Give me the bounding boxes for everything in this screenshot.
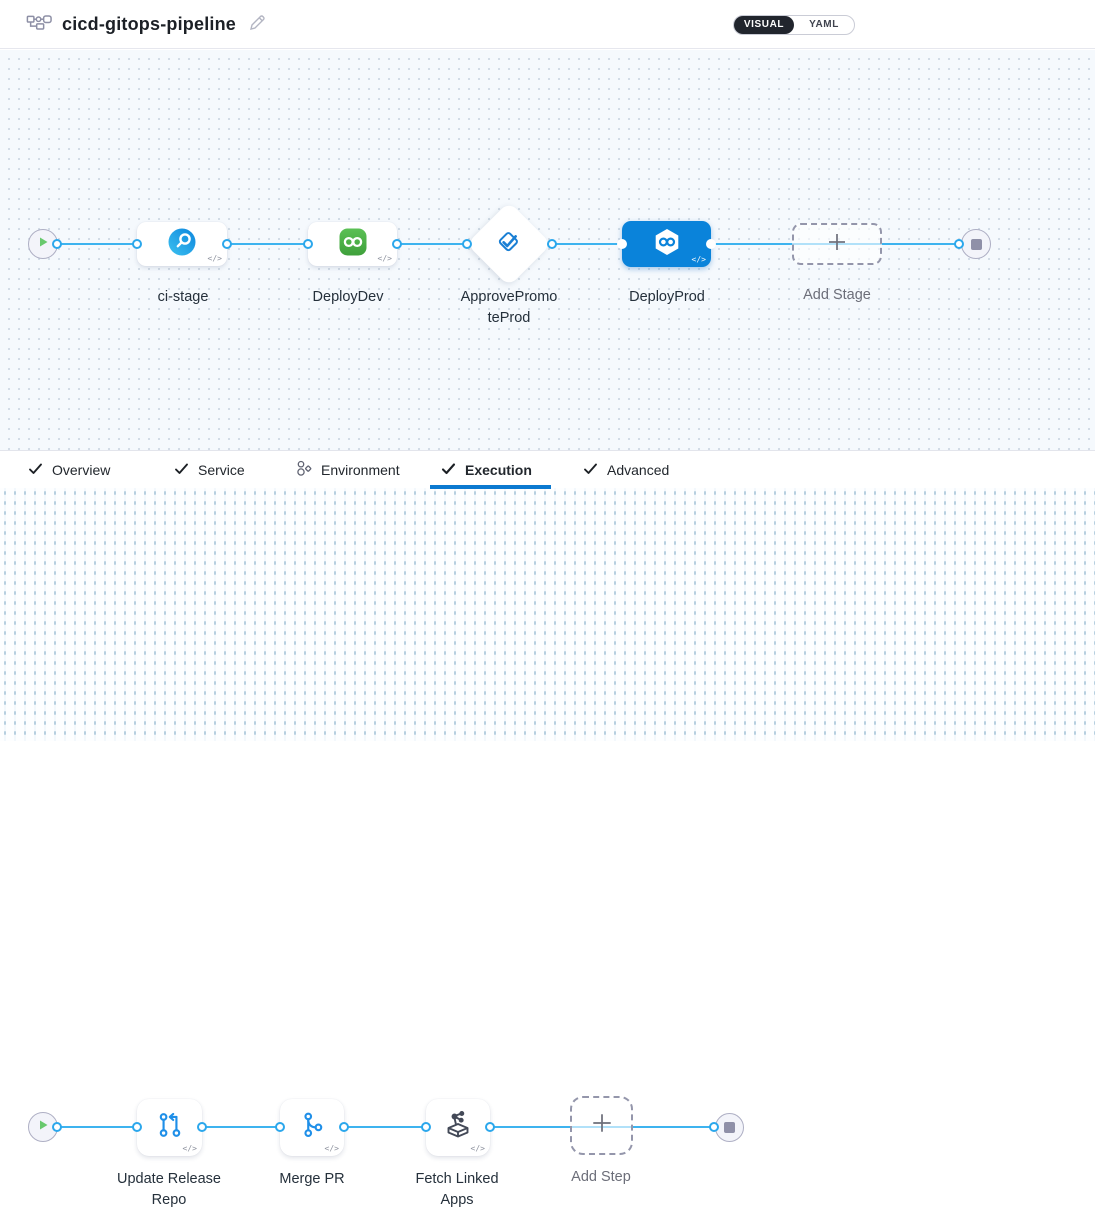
stage-label: DeployProd xyxy=(602,287,732,308)
plus-icon xyxy=(590,1111,614,1140)
step-node-merge-pr[interactable]: </> xyxy=(280,1099,344,1156)
environment-icon xyxy=(296,460,312,480)
code-chip[interactable]: </> xyxy=(183,1144,197,1154)
step-port[interactable] xyxy=(197,1122,207,1132)
step-port[interactable] xyxy=(275,1122,285,1132)
play-icon xyxy=(37,235,49,253)
active-tab-underline xyxy=(430,485,551,489)
stop-icon xyxy=(724,1122,735,1133)
pipeline-icon xyxy=(26,11,52,38)
tab-label: Advanced xyxy=(607,462,669,478)
execution-step-canvas[interactable]: </> Update Release Repo </> Merge PR xyxy=(0,488,1095,741)
tab-overview[interactable]: Overview xyxy=(28,451,110,489)
step-port[interactable] xyxy=(421,1122,431,1132)
tab-label: Overview xyxy=(52,462,110,478)
check-icon xyxy=(583,461,598,479)
stage-label: DeployDev xyxy=(288,287,408,308)
stage-port[interactable] xyxy=(706,239,716,249)
code-chip[interactable]: </> xyxy=(471,1144,485,1154)
step-port[interactable] xyxy=(485,1122,495,1132)
cd-stage-icon xyxy=(338,227,368,262)
step-port[interactable] xyxy=(709,1122,719,1132)
tab-service[interactable]: Service xyxy=(174,451,245,489)
fetch-linked-apps-icon xyxy=(443,1110,473,1145)
cd-stage-selected-icon xyxy=(651,226,683,263)
tab-label: Execution xyxy=(465,462,532,478)
stage-node-approvepromoteprod[interactable] xyxy=(467,202,552,287)
ci-stage-icon xyxy=(167,227,197,262)
stage-canvas[interactable]: </> ci-stage </> DeployDev xyxy=(0,50,1095,450)
stage-port[interactable] xyxy=(303,239,313,249)
add-step-label: Add Step xyxy=(546,1167,656,1188)
approval-stage-icon xyxy=(495,228,523,261)
tab-advanced[interactable]: Advanced xyxy=(583,451,669,489)
tab-execution[interactable]: Execution xyxy=(441,451,532,489)
page-title: cicd-gitops-pipeline xyxy=(62,14,236,35)
execution-end-node xyxy=(715,1113,744,1142)
visual-yaml-toggle: VISUAL YAML xyxy=(733,15,855,35)
step-label: Merge PR xyxy=(252,1169,372,1190)
stage-port[interactable] xyxy=(52,239,62,249)
step-port[interactable] xyxy=(52,1122,62,1132)
yaml-toggle-button[interactable]: YAML xyxy=(794,16,854,34)
step-node-fetch-linked-apps[interactable]: </> xyxy=(426,1099,490,1156)
stage-config-tabbar: Overview Service Environment Execution A… xyxy=(0,450,1095,488)
stage-node-deploydev[interactable]: </> xyxy=(308,222,397,266)
stage-port[interactable] xyxy=(954,239,964,249)
code-chip[interactable]: </> xyxy=(378,254,392,264)
step-port[interactable] xyxy=(339,1122,349,1132)
tab-environment[interactable]: Environment xyxy=(296,451,400,489)
stage-port[interactable] xyxy=(222,239,232,249)
stage-label: ApprovePromoteProd xyxy=(459,287,559,329)
visual-toggle-button[interactable]: VISUAL xyxy=(734,16,794,34)
edit-pipeline-name-button[interactable] xyxy=(248,14,266,35)
pipeline-studio: cicd-gitops-pipeline VISUAL YAML xyxy=(0,0,1095,741)
tab-label: Service xyxy=(198,462,245,478)
check-icon xyxy=(441,461,456,479)
stop-icon xyxy=(971,239,982,250)
step-port[interactable] xyxy=(132,1122,142,1132)
pipeline-end-node xyxy=(961,229,991,259)
check-icon xyxy=(174,461,189,479)
plus-icon xyxy=(826,231,848,258)
merge-pr-icon xyxy=(297,1110,327,1145)
code-chip[interactable]: </> xyxy=(692,255,706,265)
stage-port[interactable] xyxy=(547,239,557,249)
step-node-update-release-repo[interactable]: </> xyxy=(137,1099,202,1156)
stage-port[interactable] xyxy=(392,239,402,249)
tab-label: Environment xyxy=(321,462,400,478)
add-step-button[interactable] xyxy=(570,1096,633,1155)
stage-label: ci-stage xyxy=(128,287,238,308)
header: cicd-gitops-pipeline VISUAL YAML xyxy=(0,0,1095,49)
play-icon xyxy=(37,1118,49,1136)
stage-node-ci-stage[interactable]: </> xyxy=(137,222,227,266)
stage-port[interactable] xyxy=(617,239,627,249)
stage-port[interactable] xyxy=(132,239,142,249)
pencil-icon xyxy=(248,14,266,35)
code-chip[interactable]: </> xyxy=(325,1144,339,1154)
code-chip[interactable]: </> xyxy=(208,254,222,264)
stage-port[interactable] xyxy=(462,239,472,249)
step-label: Update Release Repo xyxy=(110,1169,228,1211)
update-release-repo-icon xyxy=(155,1110,185,1145)
step-label: Fetch Linked Apps xyxy=(407,1169,507,1211)
check-icon xyxy=(28,461,43,479)
stage-node-deployprod[interactable]: </> xyxy=(622,221,711,267)
add-stage-button[interactable] xyxy=(792,223,882,265)
add-stage-label: Add Stage xyxy=(777,285,897,306)
